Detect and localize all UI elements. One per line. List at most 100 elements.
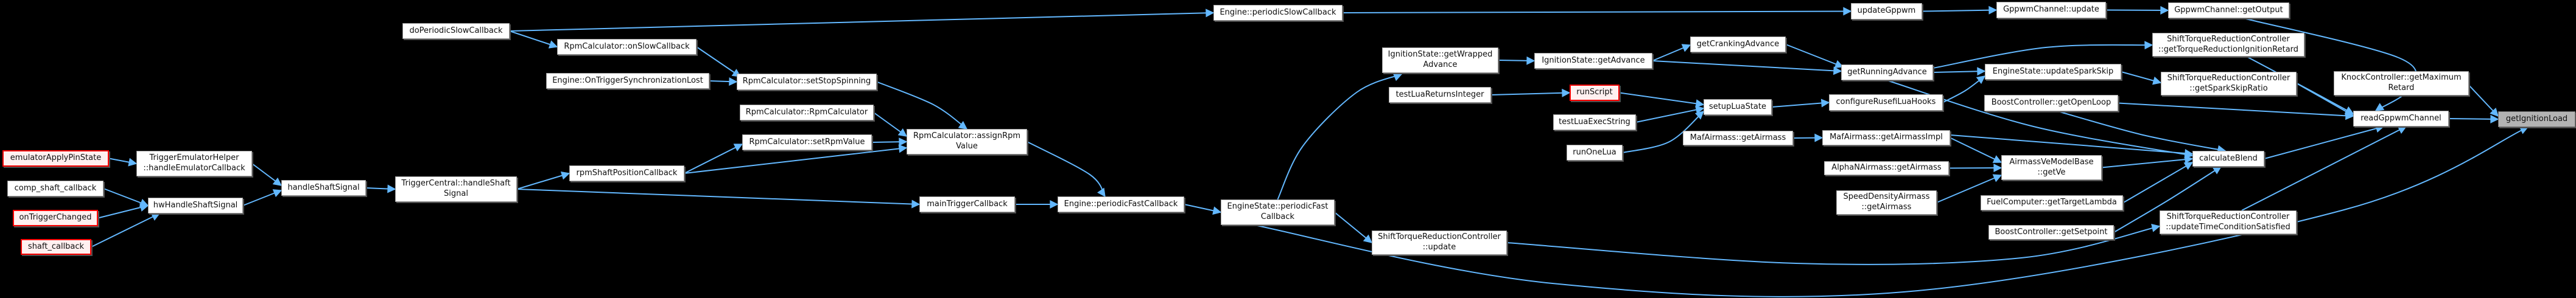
node-do-periodic-slow-callback[interactable]: doPeriodicSlowCallback xyxy=(402,23,510,39)
node-fuel-computer-get-target-lambda[interactable]: FuelComputer::getTargetLambda xyxy=(1981,195,2123,210)
node-main-trigger-callback[interactable]: mainTriggerCallback xyxy=(919,196,1015,212)
node-label: RpmCalculator::setStopSpinning xyxy=(742,77,871,86)
node-label: testLuaExecString xyxy=(1559,117,1630,126)
node-engine-state-periodic-fast-callback[interactable]: EngineState::periodicFast Callback xyxy=(1221,199,1335,225)
node-rpm-set-stop-spinning[interactable]: RpmCalculator::setStopSpinning xyxy=(737,74,877,90)
node-ignition-get-advance[interactable]: IgnitionState::getAdvance xyxy=(1534,53,1652,69)
node-emulator-apply-pin-state[interactable]: emulatorApplyPinState xyxy=(2,150,109,167)
node-maf-get-airmass-impl[interactable]: MafAirmass::getAirmassImpl xyxy=(1822,130,1950,145)
node-label: getRunningAdvance xyxy=(1847,67,1927,77)
node-engine-on-trigger-synchronization-lost[interactable]: Engine::OnTriggerSynchronizationLost xyxy=(546,73,709,89)
node-read-gppwm-channel[interactable]: readGppwmChannel xyxy=(2353,111,2449,126)
edge-calculate-blend--read-gppwm-channel xyxy=(2264,124,2385,159)
node-airmass-ve-get-ve[interactable]: AirmassVeModelBase ::getVe xyxy=(2001,155,2102,180)
node-calculate-blend[interactable]: calculateBlend xyxy=(2192,151,2264,167)
node-stc-get-torque-reduction-ignition-retard[interactable]: ShiftTorqueReductionController ::getTorq… xyxy=(2152,33,2304,57)
node-get-ignition-load[interactable]: getIgnitionLoad xyxy=(2498,111,2575,127)
node-label: RpmCalculator::onSlowCallback xyxy=(564,41,690,51)
edge-setup-lua-state--configure-rusefi-lua-hooks xyxy=(1771,99,1830,108)
edge-rpm-on-slow-callback--rpm-set-stop-spinning xyxy=(696,46,742,77)
node-label: mainTriggerCallback xyxy=(927,199,1008,209)
node-gppwm-channel-update[interactable]: GppwmChannel::update xyxy=(1996,2,2106,18)
node-label: ShiftTorqueReductionController ::updateT… xyxy=(2166,212,2290,232)
node-label: Engine::OnTriggerSynchronizationLost xyxy=(552,75,703,85)
node-engine-state-update-spark-skip[interactable]: EngineState::updateSparkSkip xyxy=(1985,64,2121,80)
node-label: emulatorApplyPinState xyxy=(10,153,102,163)
node-label: MafAirmass::getAirmass xyxy=(1690,133,1786,142)
node-stc-get-spark-skip-ratio[interactable]: ShiftTorqueReductionController ::getSpar… xyxy=(2161,72,2297,95)
edge-ignition-get-wrapped-advance--ignition-get-advance xyxy=(1498,56,1535,65)
edge-engine-on-trigger-synchronization-lost--rpm-set-stop-spinning xyxy=(709,77,738,86)
edge-shaft-callback--hw-handle-shaft-signal xyxy=(91,213,161,248)
node-ignition-get-wrapped-advance[interactable]: IgnitionState::getWrapped Advance xyxy=(1382,47,1498,73)
node-label: AlphaNAirmass::getAirmass xyxy=(1831,163,1942,173)
node-engine-periodic-slow-callback[interactable]: Engine::periodicSlowCallback xyxy=(1213,5,1342,21)
edge-test-lua-returns-integer--run-script xyxy=(1490,88,1571,97)
edge-engine-periodic-slow-callback--update-gppwm xyxy=(1342,7,1852,16)
edge-engine-periodic-fast-callback--engine-state-periodic-fast-callback xyxy=(1184,204,1222,215)
edge-do-periodic-slow-callback--engine-periodic-slow-callback xyxy=(509,9,1215,32)
node-alphan-get-airmass[interactable]: AlphaNAirmass::getAirmass xyxy=(1824,161,1949,175)
node-trigger-central-handle-shaft-signal[interactable]: TriggerCentral::handleShaft Signal xyxy=(395,176,517,202)
edge-stc-update-time-condition-satisfied--read-gppwm-channel xyxy=(2241,126,2407,211)
node-label: RpmCalculator::RpmCalculator xyxy=(745,107,868,117)
node-label: setupLuaState xyxy=(1709,102,1766,111)
node-setup-lua-state[interactable]: setupLuaState xyxy=(1704,99,1772,115)
node-label: ShiftTorqueReductionController ::getTorq… xyxy=(2158,34,2299,54)
node-stc-update[interactable]: ShiftTorqueReductionController ::update xyxy=(1372,230,1507,255)
node-boost-get-setpoint[interactable]: BoostController::getSetpoint xyxy=(1988,225,2114,240)
edge-boost-get-open-loop--read-gppwm-channel xyxy=(2118,102,2354,120)
node-shaft-callback[interactable]: shaft_callback xyxy=(21,239,91,255)
node-boost-get-open-loop[interactable]: BoostController::getOpenLoop xyxy=(1984,95,2118,111)
node-stc-update-time-condition-satisfied[interactable]: ShiftTorqueReductionController ::updateT… xyxy=(2160,210,2297,234)
node-rpm-set-rpm-value[interactable]: RpmCalculator::setRpmValue xyxy=(742,134,872,150)
node-trigger-emulator-handle-emulator-callback[interactable]: TriggerEmulatorHelper ::handleEmulatorCa… xyxy=(136,151,252,176)
node-rpm-calculator-constructor[interactable]: RpmCalculator::RpmCalculator xyxy=(740,105,874,120)
node-comp-shaft-callback[interactable]: comp_shaft_callback xyxy=(7,181,104,196)
node-label: readGppwmChannel xyxy=(2360,113,2441,123)
node-label: comp_shaft_callback xyxy=(14,183,97,193)
node-label: updateGppwm xyxy=(1857,6,1916,16)
node-test-lua-exec-string[interactable]: testLuaExecString xyxy=(1553,114,1636,130)
node-label: TriggerEmulatorHelper ::handleEmulatorCa… xyxy=(143,153,245,173)
node-run-one-lua[interactable]: runOneLua xyxy=(1567,145,1623,161)
node-update-gppwm[interactable]: updateGppwm xyxy=(1851,3,1922,19)
node-rpm-on-slow-callback[interactable]: RpmCalculator::onSlowCallback xyxy=(557,39,697,55)
node-label: ShiftTorqueReductionController ::update xyxy=(1378,232,1501,252)
node-on-trigger-changed[interactable]: onTriggerChanged xyxy=(13,210,98,226)
node-label: hwHandleShaftSignal xyxy=(153,200,238,210)
edge-maf-get-airmass-impl--airmass-ve-get-ve xyxy=(1950,137,2002,163)
node-configure-rusefi-lua-hooks[interactable]: configureRusefiLuaHooks xyxy=(1829,94,1943,111)
node-maf-get-airmass[interactable]: MafAirmass::getAirmass xyxy=(1683,131,1793,145)
node-label: onTriggerChanged xyxy=(19,213,92,223)
node-label: TriggerCentral::handleShaft Signal xyxy=(401,179,511,198)
node-label: EngineState::updateSparkSkip xyxy=(1992,66,2114,76)
node-handle-shaft-signal[interactable]: handleShaftSignal xyxy=(281,180,366,196)
edge-engine-state-periodic-fast-callback--ignition-get-wrapped-advance xyxy=(1277,73,1403,200)
node-get-cranking-advance[interactable]: getCrankingAdvance xyxy=(1690,36,1786,52)
edge-run-script--setup-lua-state xyxy=(1619,92,1705,108)
edge-rpm-shaft-position-callback--rpm-set-rpm-value xyxy=(684,144,743,174)
node-knock-get-maximum-retard[interactable]: KnockController::getMaximum Retard xyxy=(2334,71,2469,95)
edge-engine-state-update-spark-skip--stc-get-spark-skip-ratio xyxy=(2121,71,2162,85)
node-hw-handle-shaft-signal[interactable]: hwHandleShaftSignal xyxy=(148,198,243,213)
node-label: configureRusefiLuaHooks xyxy=(1836,97,1936,107)
edge-hw-handle-shaft-signal--handle-shaft-signal xyxy=(242,189,283,206)
node-speed-density-get-airmass[interactable]: SpeedDensityAirmass ::getAirmass xyxy=(1836,190,1937,215)
node-gppwm-channel-get-output[interactable]: GppwmChannel::getOutput xyxy=(2168,2,2289,18)
edge-on-trigger-changed--hw-handle-shaft-signal xyxy=(97,203,149,219)
node-label: shaft_callback xyxy=(27,241,85,251)
node-test-lua-returns-integer[interactable]: testLuaReturnsInteger xyxy=(1389,87,1491,103)
node-label: FuelComputer::getTargetLambda xyxy=(1987,198,2117,207)
node-get-running-advance[interactable]: getRunningAdvance xyxy=(1841,64,1933,80)
edge-ignition-get-advance--get-cranking-advance xyxy=(1652,44,1691,61)
node-rpm-assign-rpm-value[interactable]: RpmCalculator::assignRpm Value xyxy=(907,129,1027,154)
node-label: GppwmChannel::getOutput xyxy=(2174,5,2283,15)
node-engine-periodic-fast-callback[interactable]: Engine::periodicFastCallback xyxy=(1058,196,1184,212)
edge-do-periodic-slow-callback--rpm-on-slow-callback xyxy=(509,30,558,49)
node-rpm-shaft-position-callback[interactable]: rpmShaftPositionCallback xyxy=(569,165,684,181)
node-label: MafAirmass::getAirmassImpl xyxy=(1830,133,1943,142)
node-run-script[interactable]: runScript xyxy=(1570,85,1620,101)
edge-airmass-ve-get-ve--calculate-blend xyxy=(2101,155,2194,168)
node-label: KnockController::getMaximum Retard xyxy=(2341,73,2462,92)
